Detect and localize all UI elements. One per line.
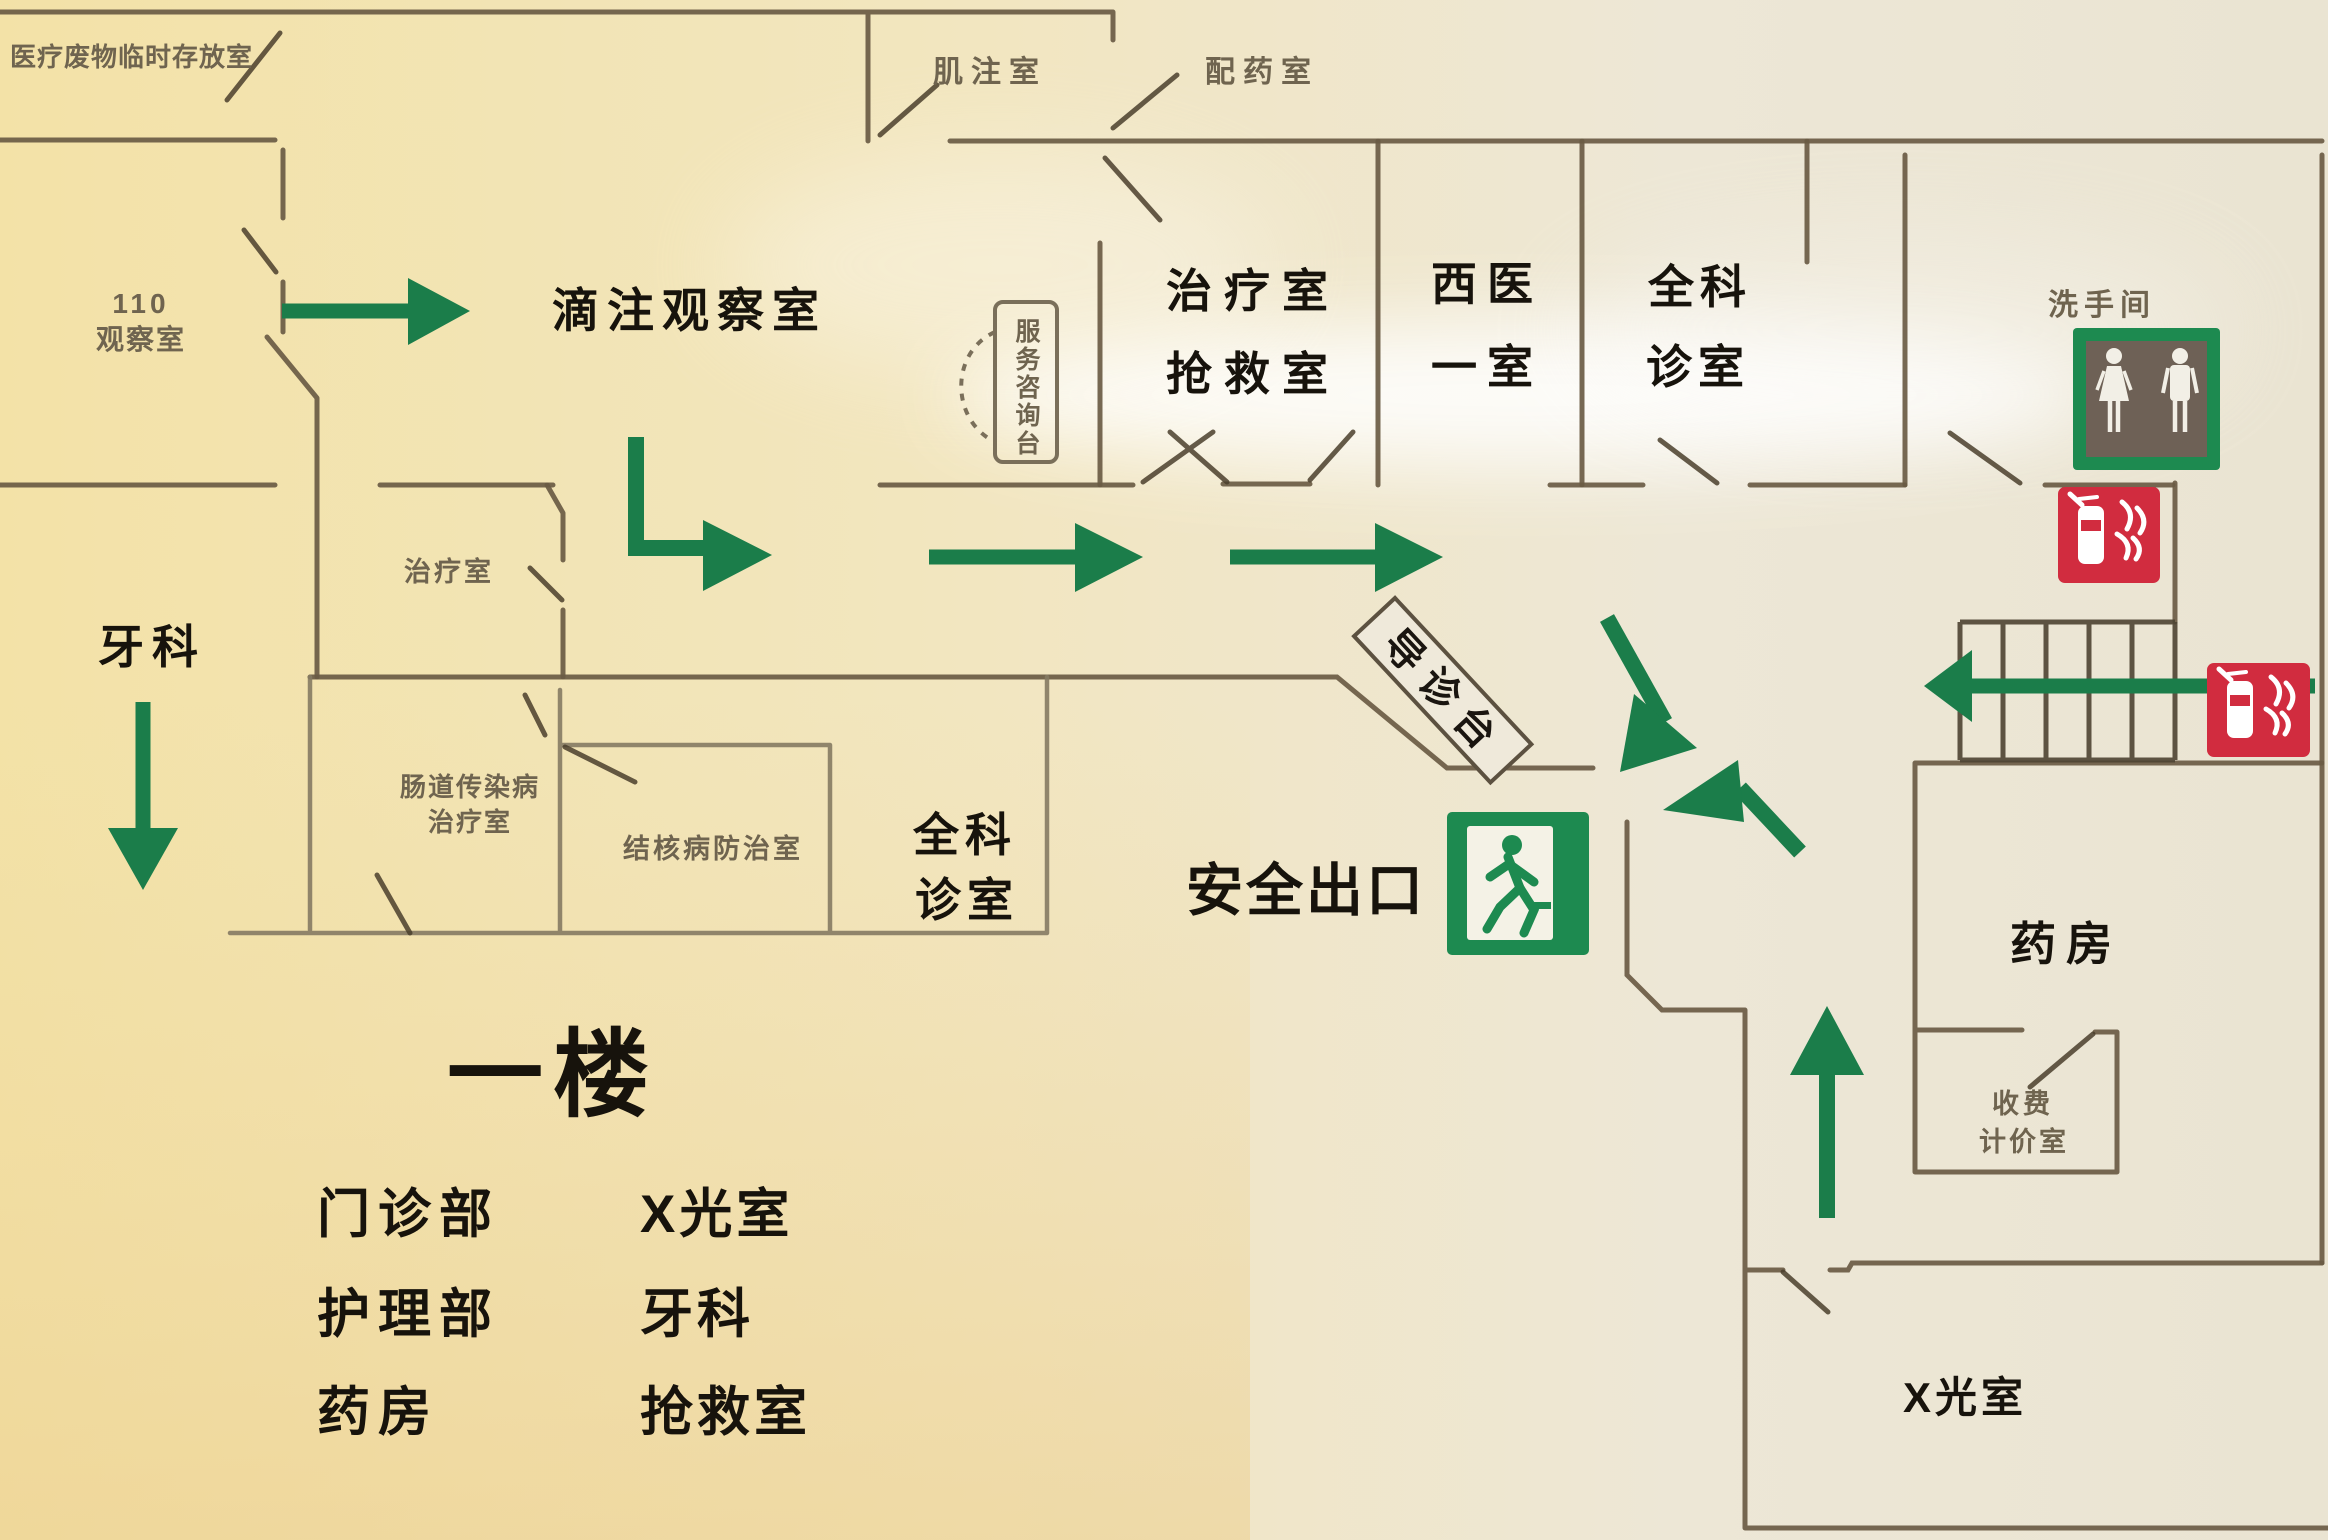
- man-icon: [2161, 348, 2199, 432]
- legend-col1-item3: 药房: [317, 1383, 439, 1442]
- evacuation-arrows: [108, 278, 2315, 1218]
- label-treatment-rescue-line2: 抢救室: [1166, 348, 1340, 400]
- background-warm-tint: [0, 700, 1250, 1540]
- label-general-clinic-top-line1: 全科: [1647, 261, 1752, 313]
- fire-extinguisher-icon-1: [2058, 487, 2160, 583]
- service-desk: 服务咨询台: [959, 300, 1059, 464]
- label-drip-observation: 滴注观察室: [552, 284, 827, 337]
- label-intestinal-line1: 肠道传染病: [400, 772, 540, 802]
- arrow-right-2: [929, 523, 1143, 592]
- service-desk-label: 服务咨询台: [1012, 318, 1041, 458]
- legend-col1-item2: 护理部: [317, 1285, 500, 1344]
- label-general-clinic-bottom-line1: 全科: [912, 809, 1017, 861]
- arrow-to-exit-1: [1600, 614, 1697, 772]
- service-desk-queue-arc: [959, 330, 996, 444]
- glare-soft-2: [1570, 240, 2230, 420]
- wall-outer-top: [0, 9, 2325, 1266]
- triage-desk-outline: [1351, 595, 1535, 786]
- running-man-icon: [1482, 835, 1551, 938]
- arrow-right-1: [282, 278, 470, 345]
- arrow-to-exit-2: [1663, 760, 1806, 858]
- wall-pharmacy-block: [1912, 480, 2325, 1175]
- wall-corridor-upper: [0, 481, 2176, 488]
- label-treatment-rescue-line1: 治疗室: [1166, 265, 1340, 317]
- arrow-down-dental: [108, 702, 178, 890]
- label-general-clinic-top-line2: 诊室: [1646, 341, 1750, 393]
- label-fee-line2: 计价室: [1979, 1126, 2069, 1157]
- arrow-right-3: [1230, 523, 1443, 592]
- walls: [0, 9, 2328, 1531]
- label-western-medicine-line1: 西医: [1431, 258, 1543, 310]
- legend-col2-item1: X光室: [640, 1185, 793, 1244]
- legend-col1-item1: 门诊部: [317, 1185, 500, 1244]
- label-obs110-line1: 110: [112, 288, 169, 319]
- label-tb-room: 结核病防治室: [623, 833, 803, 864]
- label-xray-room: X光室: [1903, 1374, 2027, 1421]
- label-obs110-line2: 观察室: [96, 323, 186, 355]
- door-marks: [224, 30, 2096, 1315]
- floor-title: 一楼: [447, 1022, 659, 1129]
- wall-top-room-dividers: [1097, 138, 1908, 488]
- exit-sign: [1447, 812, 1589, 955]
- arrow-down-right-elbow: [628, 437, 772, 591]
- label-pharmacy: 药房: [2010, 918, 2122, 970]
- label-intestinal-line2: 治疗室: [428, 807, 512, 837]
- label-treatment-room-small: 治疗室: [404, 556, 494, 587]
- legend: 门诊部 护理部 药房 X光室 牙科 抢救室: [317, 1185, 811, 1442]
- glare-soft: [720, 155, 1280, 375]
- label-general-clinic-bottom-line2: 诊室: [915, 874, 1019, 926]
- wall-exit-area: [1624, 819, 2328, 1531]
- label-dispensing-room: 配药室: [1205, 55, 1319, 89]
- legend-col2-item2: 牙科: [640, 1285, 754, 1344]
- label-restroom: 洗手间: [2048, 289, 2156, 322]
- label-medical-waste: 医疗废物临时存放室: [10, 42, 253, 72]
- label-safety-exit: 安全出口: [1186, 859, 1426, 923]
- stairs-frame: [1960, 619, 2175, 763]
- woman-icon: [2095, 348, 2133, 432]
- arrow-up-pharmacy: [1790, 1006, 1864, 1218]
- label-fee-line1: 收费: [1992, 1089, 2054, 1119]
- service-desk-outline: [993, 300, 1059, 464]
- label-injection-room: 肌注室: [933, 55, 1047, 89]
- fire-extinguisher-icon-2: [2207, 663, 2310, 757]
- legend-col2-item3: 抢救室: [640, 1383, 811, 1442]
- wall-bottom-left-rooms: [227, 674, 1050, 936]
- wall-corridor-lower: [307, 674, 1596, 771]
- restroom-sign: [2073, 328, 2220, 470]
- label-dental: 牙科: [98, 621, 206, 673]
- label-western-medicine-line2: 一室: [1431, 341, 1543, 393]
